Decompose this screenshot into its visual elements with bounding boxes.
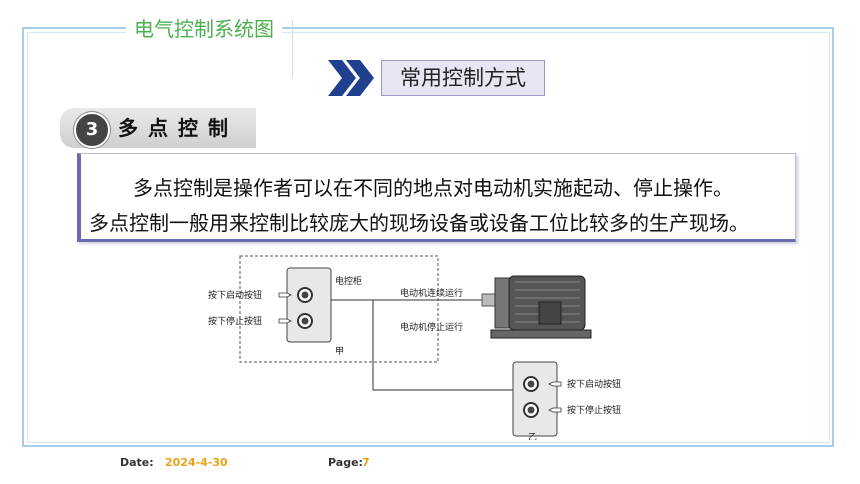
site-a-label: 甲 — [335, 346, 344, 357]
stop-label-b: 按下停止按钮 — [567, 404, 621, 416]
motor-run-label: 电动机连续运行 — [400, 287, 463, 299]
header-title: 电气控制系统图 — [126, 14, 282, 44]
slide-frame-inner — [27, 32, 830, 443]
description-box: 多点控制是操作者可以在不同的地点对电动机实施起动、停止操作。 多点控制一般用来控… — [77, 153, 796, 242]
footer-date-label: Date: — [120, 456, 154, 469]
slide-frame — [22, 27, 834, 447]
footer-page-value: 7 — [362, 456, 370, 469]
section-number: 3 — [74, 112, 110, 148]
start-label-a: 按下启动按钮 — [208, 289, 262, 301]
description-line-1: 多点控制是操作者可以在不同的地点对电动机实施起动、停止操作。 — [133, 176, 733, 200]
motor-stop-label: 电动机停止运行 — [400, 321, 463, 333]
description-line-2: 多点控制一般用来控制比较庞大的现场设备或设备工位比较多的生产现场。 — [89, 211, 749, 235]
divider — [292, 20, 293, 78]
site-b-label: 乙 — [528, 432, 537, 440]
section-title: 多点控制 — [118, 116, 238, 140]
footer-page-label: Page: — [328, 456, 363, 469]
footer-date-value: 2024-4-30 — [165, 456, 228, 469]
multi-point-control-diagram: 电控柜 按下启动按钮 按下停止按钮 甲 电动机连续运行 电动机停止运行 按下启动… — [208, 255, 621, 440]
control-box-b — [512, 361, 558, 437]
wire-to-site-b — [372, 300, 513, 391]
motor-image — [481, 275, 592, 339]
site-a-boundary — [239, 255, 439, 363]
cabinet-label: 电控柜 — [335, 275, 362, 287]
control-box-a — [286, 267, 332, 343]
method-label: 常用控制方式 — [381, 60, 545, 96]
double-chevron-icon — [328, 60, 374, 96]
start-label-b: 按下启动按钮 — [567, 378, 621, 390]
hand-icon — [278, 292, 292, 324]
hand-icon — [548, 381, 562, 413]
stop-label-a: 按下停止按钮 — [208, 315, 262, 327]
